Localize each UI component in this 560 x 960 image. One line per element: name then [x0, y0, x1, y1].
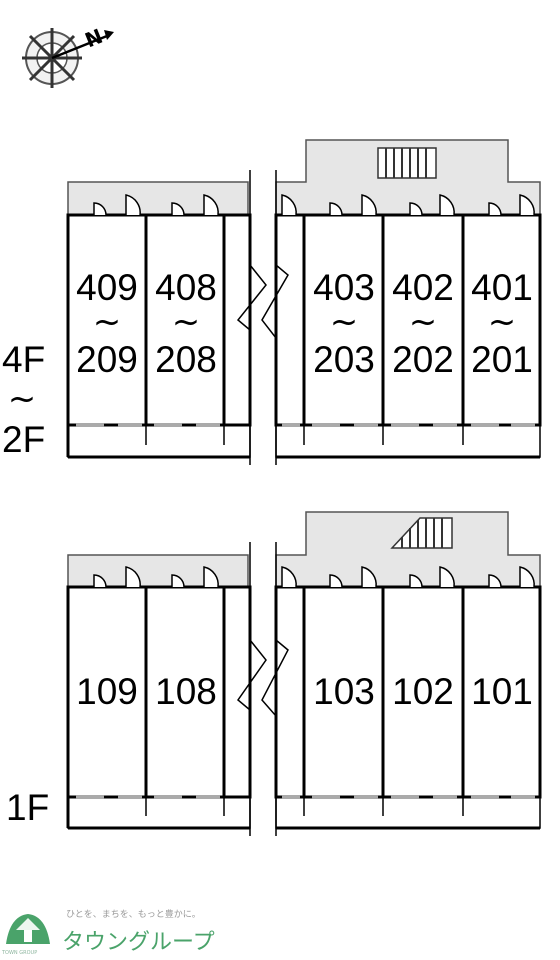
unit-label-bottom: 208 — [155, 339, 217, 380]
unit-label-bottom: 209 — [76, 339, 138, 380]
unit-label-top: 403 — [313, 267, 375, 308]
logo-tagline: ひとを、まちを、もっと豊かに。 — [66, 908, 201, 920]
floor-label-top: 4F — [2, 339, 45, 380]
tree-logo-icon: TOWN GROUP — [1, 906, 52, 956]
compass-icon: N — [22, 24, 114, 88]
company-logo: TOWN GROUP ひとを、まちを、もっと豊かに。 タウングループ — [1, 906, 215, 956]
range-sep: ~ — [172, 302, 201, 342]
range-sep: ~ — [409, 302, 438, 342]
floor-range-sep: ~ — [8, 379, 37, 419]
unit-label-bottom: 203 — [313, 339, 375, 380]
unit-label-top: 401 — [471, 267, 533, 308]
unit-label: 103 — [313, 671, 375, 712]
lower-block — [66, 511, 542, 836]
unit-label-top: 402 — [392, 267, 454, 308]
range-sep: ~ — [330, 302, 359, 342]
unit-label-bottom: 202 — [392, 339, 454, 380]
stairs-icon — [377, 147, 437, 179]
unit-label-top: 409 — [76, 267, 138, 308]
upper-unit-labels: 409 ~ 209 408 ~ 208 403 ~ 203 402 ~ 202 … — [76, 267, 533, 380]
logo-small-text: TOWN GROUP — [1, 950, 37, 956]
lower-unit-labels: 109 108 103 102 101 — [76, 671, 533, 712]
compass-north-label: N — [82, 24, 107, 53]
unit-label-bottom: 201 — [471, 339, 533, 380]
unit-label: 102 — [392, 671, 454, 712]
upper-block — [66, 139, 542, 465]
range-sep: ~ — [488, 302, 517, 342]
floor-label: 1F — [6, 787, 49, 828]
range-sep: ~ — [93, 302, 122, 342]
logo-name: タウングループ — [62, 930, 215, 955]
upper-floor-range: 4F ~ 2F — [2, 339, 45, 460]
floor-label-bottom: 2F — [2, 419, 45, 460]
unit-label: 108 — [155, 671, 217, 712]
unit-label: 101 — [471, 671, 533, 712]
stairs-icon — [390, 517, 453, 549]
unit-label-top: 408 — [155, 267, 217, 308]
unit-label: 109 — [76, 671, 138, 712]
